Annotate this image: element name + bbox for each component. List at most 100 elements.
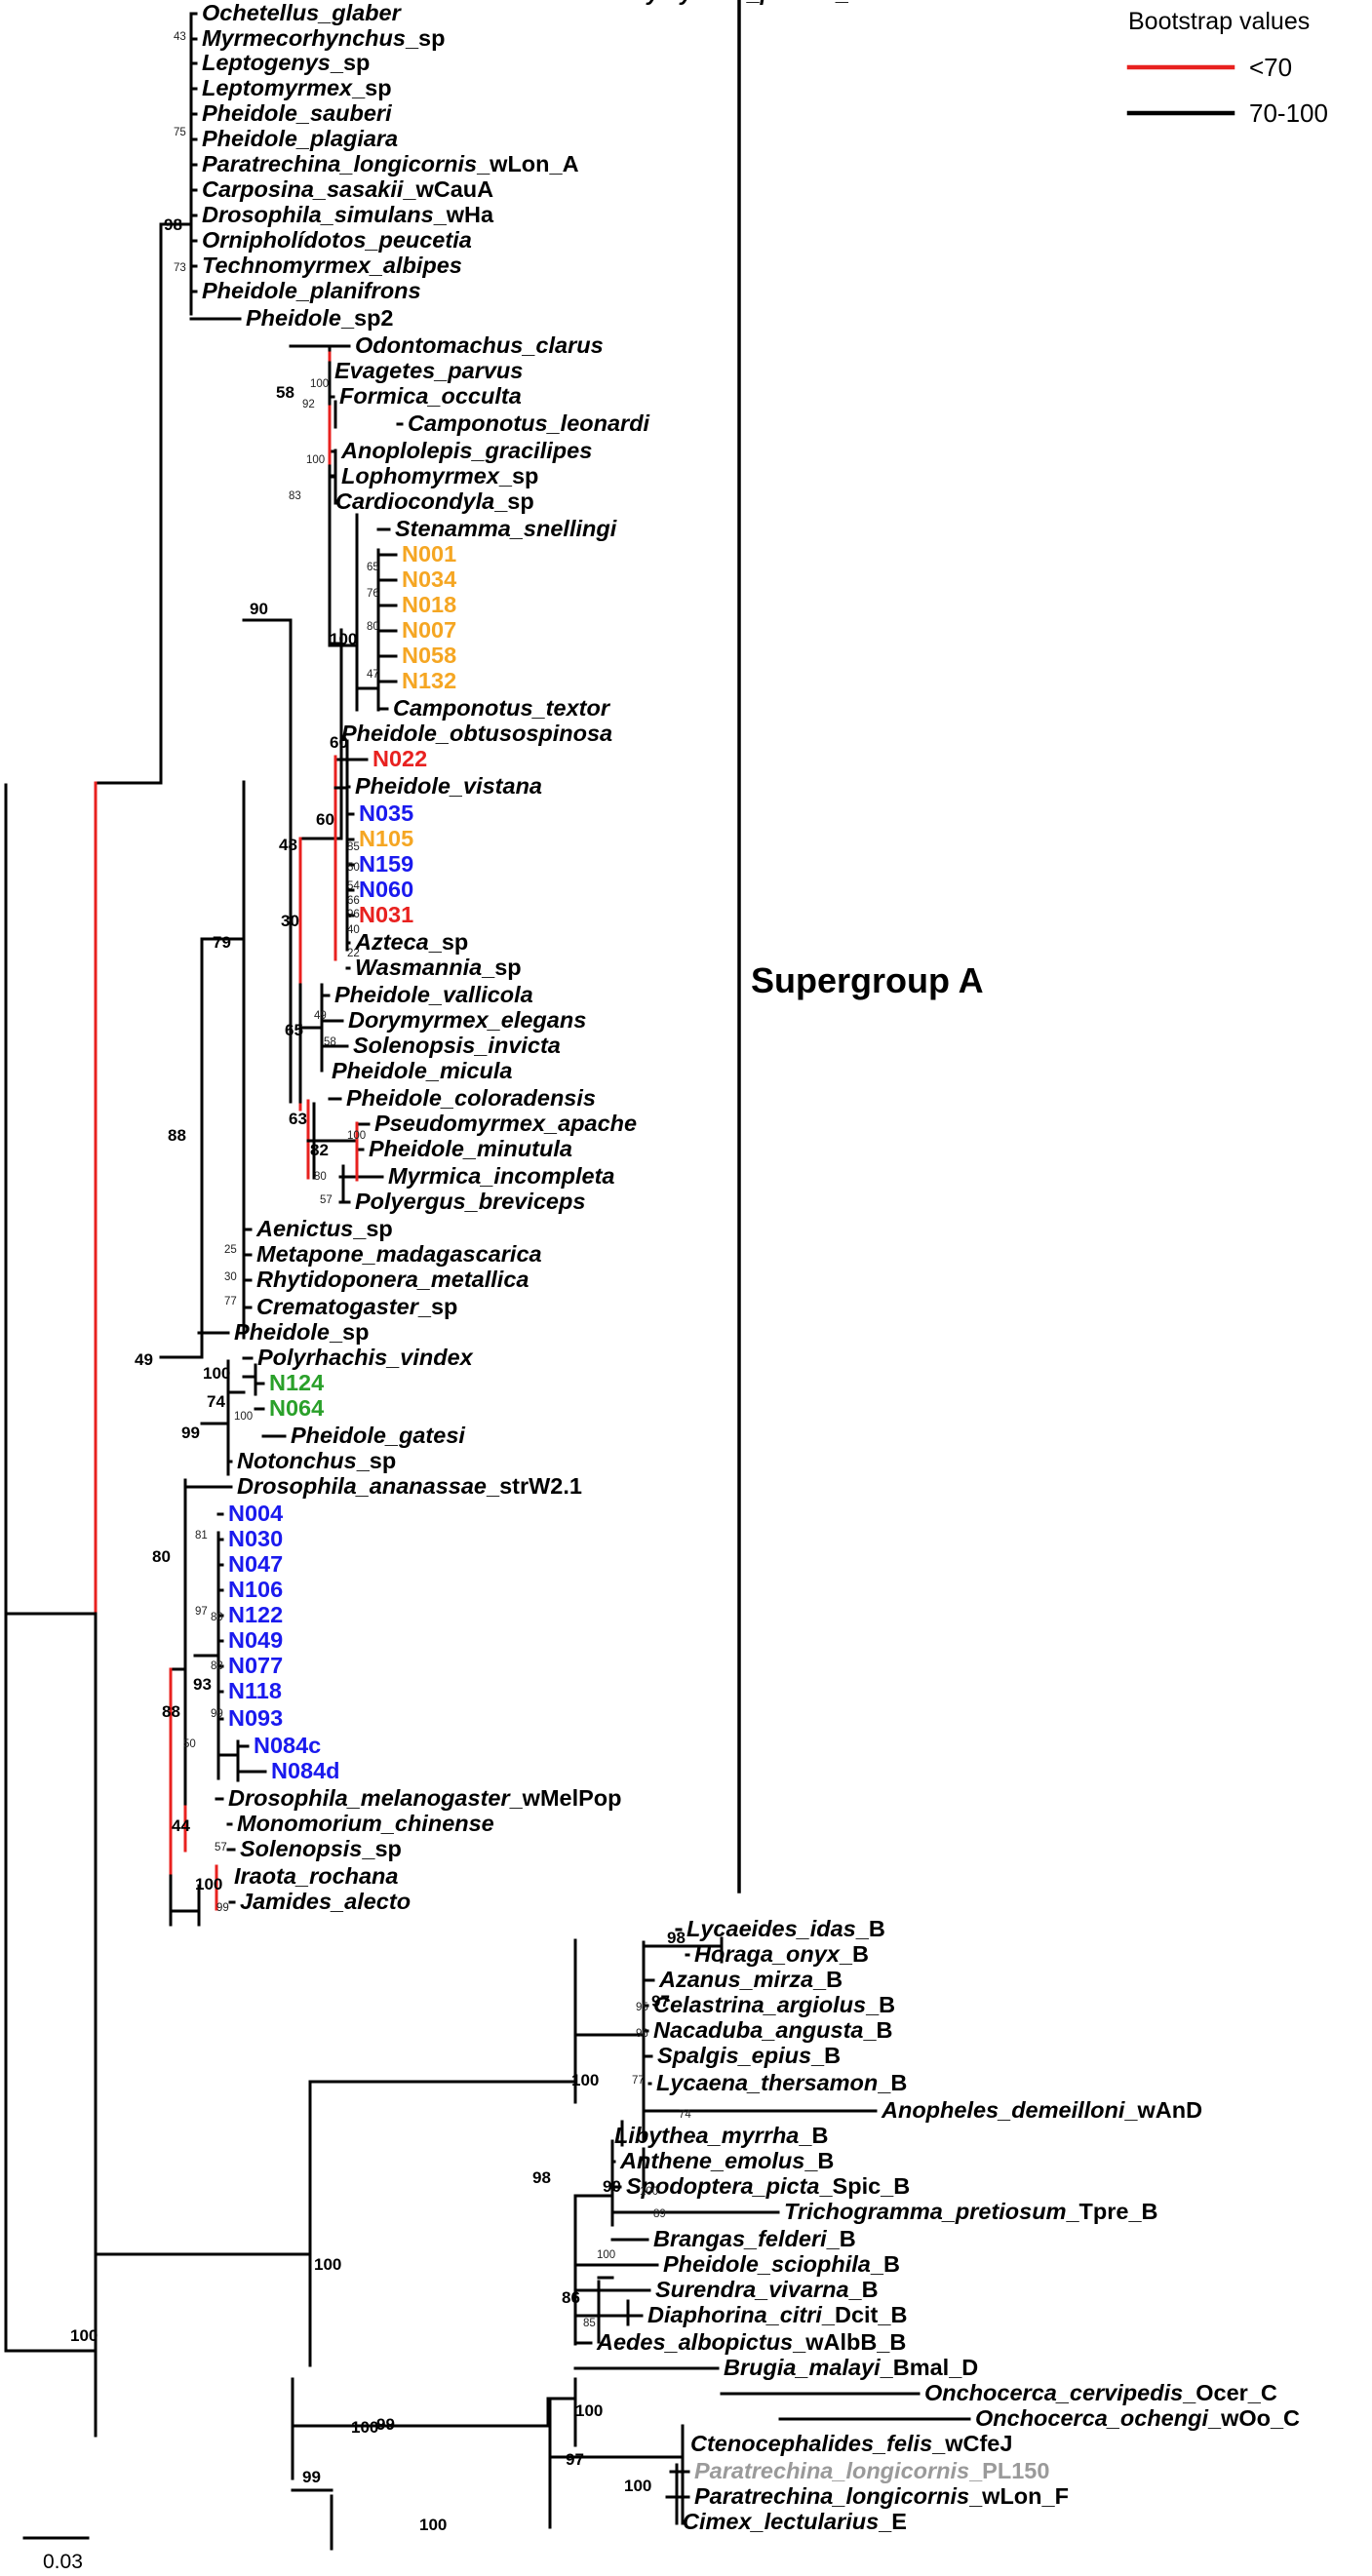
tip-label: Leptomyrmex_sp [202,75,392,100]
bootstrap-value: 80 [314,1171,327,1183]
tip-label: Drosophila_melanogaster_wMelPop [228,1785,622,1811]
tip-label-suffix: N001 [402,541,456,566]
tip-label-species: Drosophila_melanogaster [228,1785,511,1811]
tip-label: Solenopsis_sp [240,1836,402,1861]
tip-label: N018 [402,592,456,617]
bootstrap-value: 100 [330,630,357,648]
tip-label-suffix: _Bmal_D [880,2355,979,2380]
tip-label-suffix: _wOo_C [1207,2405,1300,2431]
tip-label-species: Myrmecorhynchus [202,25,406,51]
tip-label-suffix: _sp [352,1216,393,1241]
bootstrap-value: 99 [302,2468,321,2486]
tip-label: Pheidole_vistana [355,773,542,799]
bootstrap-value: 60 [330,733,348,752]
tip-label-species: Drosophila_simulans [202,202,434,227]
bootstrap-value: 80 [367,621,379,633]
tip-label: N093 [228,1705,283,1731]
tip-label: Evagetes_parvus [334,358,523,383]
tip-label-species: Paratrechina_longicornis [202,151,477,176]
tip-label: Aedes_albopictus_wAlbB_B [596,2329,906,2355]
bootstrap-value: 76 [367,588,379,600]
tip-label: Pheidole_sauberi [202,100,392,126]
tip-label: Nacaduba_angusta_B [653,2017,893,2043]
tip-label-species: Rhytidoponera_metallica [256,1267,529,1292]
tip-label-suffix: N132 [402,668,456,693]
tip-label: Lycaena_thersamon_B [656,2070,907,2095]
bootstrap-value: 30 [281,912,299,930]
tip-label-species: Cardiocondyla [335,488,494,514]
tip-label-species: Pheidole [234,1319,330,1345]
bootstrap-value: 77 [632,2075,645,2087]
tip-label: N030 [228,1526,283,1551]
tip-label-suffix: _wAnD [1123,2097,1202,2123]
tip-label: Formica_occulta [339,383,522,409]
tip-label: Anthene_emolus_B [619,2148,834,2173]
bootstrap-value: 74 [207,1392,225,1411]
tip-label-species: Aedes_albopictus [596,2329,793,2355]
tip-label-species: Iraota_rochana [234,1863,398,1889]
tip-label-species: Surendra_vivarna [655,2277,849,2302]
bootstrap-value: 49 [314,1010,327,1022]
tip-label: N047 [228,1551,283,1577]
tip-label-suffix: _PL150 [968,2458,1049,2483]
tip-label: N049 [228,1627,283,1653]
tip-label-species: Stenamma_snellingi [395,516,617,541]
tip-label: Ocymyrmex_picardi_F [616,0,862,5]
tip-label-species: Horaga_onyx [694,1941,841,1967]
tip-label-species: Anoplolepis_gracilipes [340,438,592,463]
bootstrap-value: 100 [351,2418,378,2437]
tip-label: Pseudomyrmex_apache [374,1111,637,1136]
tip-label-species: Libythea_myrrha [614,2123,799,2148]
bootstrap-value: 63 [289,1110,307,1128]
tip-label-species: Lophomyrmex [341,463,500,488]
bootstrap-value: 100 [640,2186,658,2198]
tip-label-species: Onchocerca_ochengi [975,2405,1208,2431]
tip-label-suffix: N064 [269,1395,324,1421]
bootstrap-value: 97 [651,1992,670,2010]
bootstrap-value: 88 [162,1702,180,1721]
bootstrap-value: 100 [624,2477,651,2495]
tip-label-suffix: N060 [359,877,413,902]
legend: Bootstrap values <70 70-100 [1126,8,1328,128]
bootstrap-value: 30 [224,1271,237,1283]
tip-label-suffix: _Ocer_C [1182,2380,1277,2405]
tip-label: Stenamma_snellingi [395,516,617,541]
tip-label: Pheidole_vallicola [334,982,533,1007]
tip-label-suffix: N058 [402,643,456,668]
tip-label: N060 [359,877,413,902]
bootstrap-value: 44 [172,1816,190,1835]
tip-label: Pheidole_sp2 [246,305,394,331]
tip-label-suffix: _sp [351,75,392,100]
tip-label: N124 [269,1370,324,1395]
tip-label-suffix: N004 [228,1501,283,1526]
bootstrap-value: 66 [347,895,360,907]
tip-label: Pheidole_plagiara [202,126,398,151]
tip-label: N001 [402,541,456,566]
tip-label: Myrmica_incompleta [388,1163,614,1189]
tip-label: Camponotus_textor [393,695,611,721]
tip-label-species: Trichogramma_pretiosum [784,2199,1066,2224]
tip-label-species: Polyergus_breviceps [355,1189,585,1214]
tip-label-species: Evagetes_parvus [334,358,523,383]
bootstrap-value: 75 [174,127,186,138]
tip-label-suffix: N035 [359,800,413,826]
bootstrap-value: 97 [566,2450,584,2469]
bootstrap-value: 98 [532,2168,551,2187]
bootstrap-value: 90 [250,600,268,618]
tip-label-suffix: _wCfeJ [931,2431,1012,2456]
tip-label: Pheidole_sp [234,1319,369,1345]
tip-label-suffix: N122 [228,1602,283,1627]
bootstrap-value: 90 [603,2177,621,2196]
tip-label-suffix: _sp [493,488,534,514]
tip-label: N084c [254,1733,321,1758]
bootstrap-value: 100 [347,1130,366,1142]
tip-label: Polyrhachis_vindex [257,1345,474,1370]
tip-label: Drosophila_simulans_wHa [202,202,494,227]
tip-label-suffix: _B [804,2148,834,2173]
tip-label: Surendra_vivarna_B [655,2277,879,2302]
supergroup-a-label: Supergroup A [751,960,984,1000]
tip-label: Libythea_myrrha_B [614,2123,828,2148]
tip-label-species: Technomyrmex_albipes [202,253,462,278]
tip-label-suffix: _sp [356,1448,397,1473]
